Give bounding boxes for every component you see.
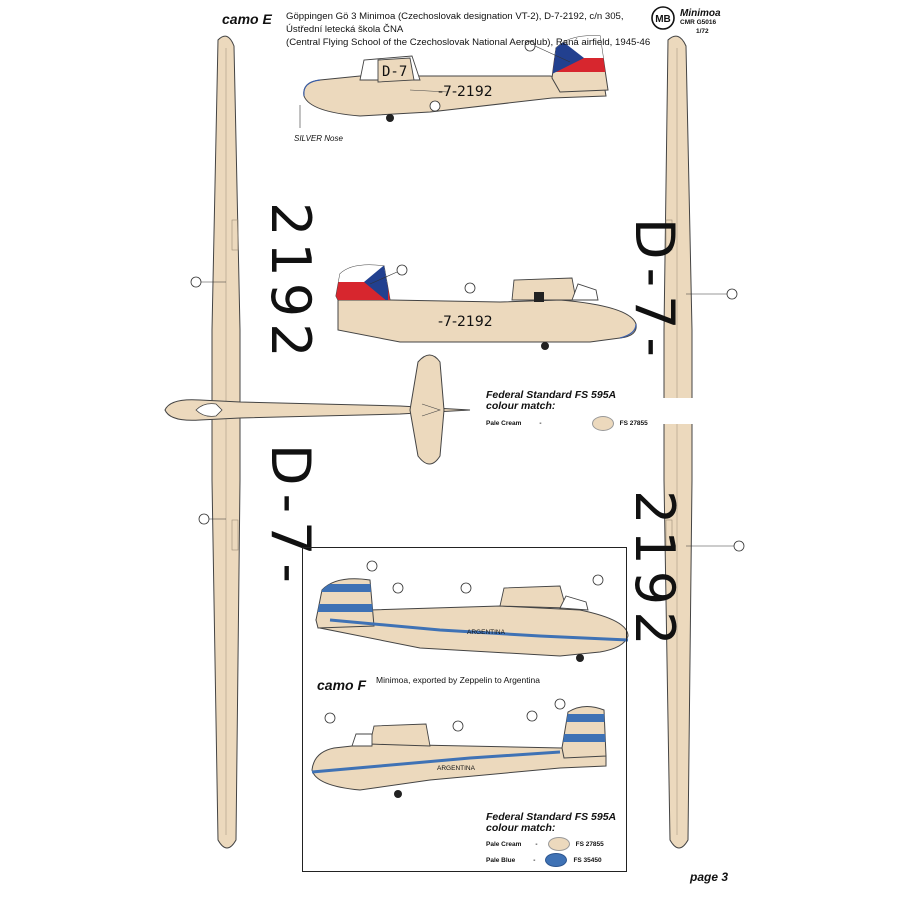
silver-nose-note: SILVER Nose (294, 134, 343, 143)
camo-f-upper-fuselage-text: ARGENTINA (467, 629, 506, 636)
fs-f-row-1-name: Pale Cream (486, 840, 522, 848)
camo-e-caption-line-1: Göppingen Gö 3 Minimoa (Czechoslovak des… (286, 11, 624, 35)
fs-colour-match-f: Federal Standard FS 595A colour match: P… (486, 812, 616, 867)
fs-e-title-line-2: colour match: (486, 400, 556, 412)
fs-f-row-1-dash: - (535, 840, 538, 848)
camo-f-caption: Minimoa, exported by Zeppelin to Argenti… (376, 675, 540, 685)
camo-e-side-view-upper: D-7 (299, 35, 609, 128)
right-wing-registration-prefix: D-7- (623, 218, 686, 365)
brand-scale: 1/72 (696, 28, 709, 35)
svg-text:MB: MB (655, 14, 671, 25)
camo-f-panel (302, 547, 627, 872)
page-number: page 3 (690, 870, 729, 884)
left-wing-registration-digits: 2192 (259, 202, 322, 363)
fs-f-row-1-swatch (547, 837, 570, 851)
fs-f-row-2-swatch (545, 853, 568, 867)
camo-f-side-view-upper (315, 560, 629, 662)
fs-f-title-line-2: colour match: (486, 822, 556, 834)
camo-e-side-view-lower (335, 264, 637, 350)
brand-block: Minimoa CMR G5016 1/72 (680, 9, 721, 36)
fs-f-row-2-name: Pale Blue (486, 856, 516, 864)
fs-colour-match-e: Federal Standard FS 595A colour match: P… (486, 390, 648, 431)
glider-top-view (164, 354, 471, 465)
fs-f-row-1-code: FS 27855 (575, 840, 604, 848)
fs-f-title-line-1: Federal Standard FS 595A (486, 811, 617, 823)
fs-f-row-2-dash: - (533, 856, 536, 864)
fs-e-row-1-dash: - (539, 420, 542, 427)
fs-e-row-1-swatch (591, 416, 614, 431)
left-wing-registration-prefix: D-7- (259, 444, 322, 591)
camo-f-side-view-lower (311, 698, 607, 798)
fs-f-row-2: Pale Blue - FS 35450 (486, 853, 616, 867)
brand-logo: MB (651, 6, 675, 30)
fs-f-row-2-code: FS 35450 (573, 856, 602, 864)
brand-code: CMR G5016 (680, 19, 717, 26)
fs-e-row-1-code: FS 27855 (619, 420, 648, 427)
camo-e-upper-fuselage-code: -7-2192 (438, 84, 493, 100)
right-wing-registration-digits: 2192 (623, 490, 686, 651)
fs-e-row-1: Pale Cream - FS 27855 (486, 416, 648, 431)
camo-e-caption-line-2: (Central Flying School of the Czechoslov… (286, 37, 651, 48)
fs-e-title-line-1: Federal Standard FS 595A (486, 389, 617, 401)
fs-f-row-1: Pale Cream - FS 27855 (486, 837, 616, 851)
camo-e-lower-fuselage-code: -7-2192 (438, 314, 493, 330)
camo-e-label: camo E (222, 11, 272, 27)
svg-text:D-7: D-7 (382, 64, 407, 80)
camo-f-lower-fuselage-text: ARGENTINA (437, 765, 476, 772)
brand-name: Minimoa (680, 8, 721, 19)
camo-e-caption: Göppingen Gö 3 Minimoa (Czechoslovak des… (286, 10, 656, 49)
left-wing-top-view (190, 35, 241, 849)
camo-f-label: camo F (317, 677, 367, 693)
fs-e-row-1-name: Pale Cream (486, 420, 522, 427)
right-wing-top-view (640, 35, 745, 849)
